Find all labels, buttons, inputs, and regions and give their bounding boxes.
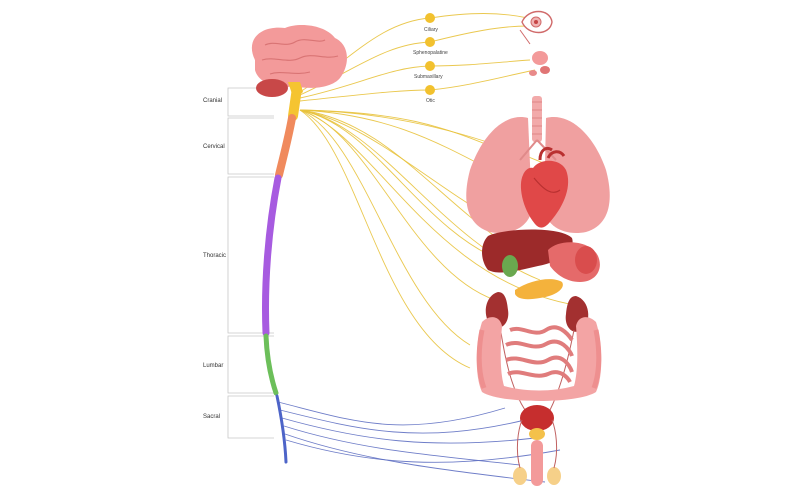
pancreas-icon: [515, 279, 563, 300]
nerve-to-otic: [299, 89, 431, 102]
spinal-segment-sacral: [275, 394, 288, 464]
ganglion-ciliary: [425, 13, 435, 23]
vagus-to-kidneys: [299, 109, 496, 301]
bracket-thoracic: [227, 176, 274, 334]
ganglion-sphenopalatine: [425, 37, 435, 47]
ganglion-otic: [425, 85, 435, 95]
region-brackets: Cranial Cervical Thoracic Lumbar Sacral: [203, 87, 274, 439]
gallbladder-icon: [502, 255, 518, 277]
region-label-lumbar: Lumbar: [203, 363, 223, 369]
vagus-to-intestine-low: [299, 109, 471, 369]
sacral-nerves: [277, 401, 561, 483]
nerve-otic-gland: [429, 69, 536, 91]
bracket-lumbar: [227, 335, 274, 394]
cerebellum-icon: [256, 79, 288, 97]
ganglion-submaxillary: [425, 61, 435, 71]
bracket-cranial: [227, 87, 274, 117]
nerve-sphen-eye: [429, 25, 529, 43]
ganglion-label-otic: Otic: [426, 98, 435, 104]
stomach-icon: [548, 242, 600, 282]
trachea-icon: [532, 96, 542, 142]
nerve-ciliary-eye: [429, 13, 529, 19]
sacral-nerve-6: [285, 439, 561, 463]
vagus-to-lungs: [299, 109, 501, 151]
region-label-thoracic: Thoracic: [203, 253, 226, 259]
sacral-nerve-2: [279, 409, 526, 434]
ganglia: Ciliary Sphenopalatine Submaxillary Otic: [413, 13, 448, 104]
bracket-cervical: [227, 117, 274, 175]
intestines-icon: [476, 317, 602, 401]
heart-icon: [520, 146, 569, 228]
sacral-nerve-4: [283, 425, 521, 466]
sacral-nerve-1: [277, 401, 506, 426]
brain-icon: [251, 25, 347, 100]
vagus-to-gallbladder: [299, 109, 506, 263]
sacral-nerve-5: [284, 433, 546, 483]
region-label-cranial: Cranial: [203, 98, 222, 104]
spinal-segment-thoracic: [262, 174, 282, 337]
bracket-sacral: [227, 395, 274, 439]
nerve-submax-gland: [429, 59, 531, 67]
spinal-segment-cervical: [275, 114, 296, 179]
sacral-nerve-3: [281, 417, 536, 444]
vagus-to-intestine: [299, 109, 471, 346]
salivary-gland-icon: [529, 51, 550, 76]
region-label-sacral: Sacral: [203, 414, 220, 420]
ganglion-label-ciliary: Ciliary: [424, 27, 438, 33]
brainstem-icon: [288, 82, 303, 100]
nerve-to-submaxillary: [299, 65, 431, 99]
reproductive-organs-icon: [513, 419, 561, 486]
bladder-icon: [520, 405, 554, 440]
eye-icon: [519, 10, 553, 45]
ganglion-label-submaxillary: Submaxillary: [414, 74, 443, 80]
ganglion-label-sphenopalatine: Sphenopalatine: [413, 50, 448, 56]
spinal-segment-lumbar: [263, 333, 279, 396]
region-label-cervical: Cervical: [203, 144, 225, 150]
